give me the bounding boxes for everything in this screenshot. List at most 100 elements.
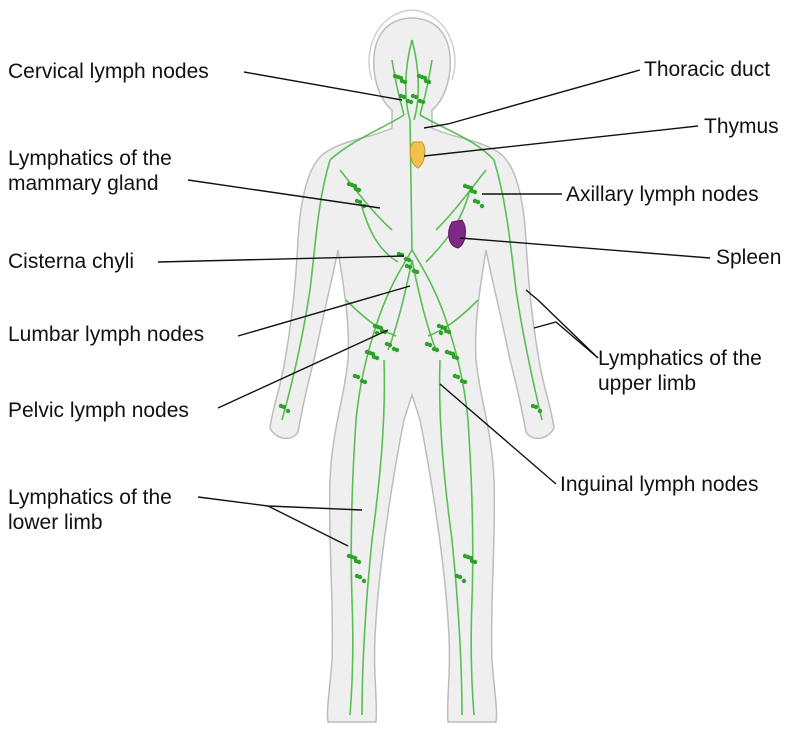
lymph-node [357, 574, 363, 580]
lymph-node [479, 203, 485, 209]
label-lumbar-lymph-nodes: Lumbar lymph nodes [8, 323, 205, 346]
label-pelvic-lymph-nodes: Pelvic lymph nodes [8, 399, 189, 422]
lymph-node [427, 342, 433, 348]
spleen-organ [448, 219, 466, 249]
label-thoracic-duct: Thoracic duct [644, 58, 771, 81]
label-inguinal-lymph-nodes: Inguinal lymph nodes [560, 473, 759, 496]
lymph-node [475, 199, 481, 205]
leader-upper-limb-b [533, 321, 599, 359]
lymph-node [361, 578, 367, 584]
lymph-vessel [419, 114, 495, 161]
lymph-node [426, 79, 432, 85]
lymph-node [533, 404, 539, 410]
label-lower-limb-lymphatics: Lymphatics of the lower limb [8, 485, 172, 535]
lymph-node [434, 347, 440, 353]
lymph-node [446, 329, 452, 335]
lymph-node [462, 379, 468, 385]
lymph-vessel [345, 299, 397, 337]
lymph-node [281, 404, 287, 410]
lymph-node [357, 199, 363, 205]
lymph-node [442, 325, 448, 331]
lymph-node [352, 555, 358, 561]
lymph-vessel [359, 199, 399, 263]
lymph-vessel [355, 249, 413, 421]
lymph-vessel [281, 159, 331, 421]
lymph-node [413, 94, 419, 100]
lymph-vessel [349, 419, 357, 716]
lymph-node [455, 374, 461, 380]
lymph-vessel [435, 169, 487, 231]
lymph-node [398, 75, 404, 81]
label-upper-limb-line1: Lymphatics of the [598, 347, 762, 370]
lymph-vessel [427, 299, 479, 337]
lymph-node [387, 342, 393, 348]
label-mammary-line1: Lymphatics of the [8, 147, 172, 170]
lymph-vessel [419, 59, 433, 116]
lymph-node [461, 578, 467, 584]
label-cervical-lymph-nodes: Cervical lymph nodes [8, 60, 209, 83]
lymph-node [370, 351, 376, 357]
label-upper-limb-lymphatics: Lymphatics of the upper limb [598, 346, 762, 396]
lymph-vessel [404, 39, 413, 251]
leader-pelvic [217, 329, 389, 409]
hair-outline [368, 9, 456, 81]
lymph-vessel [493, 159, 543, 421]
label-mammary-lymphatics: Lymphatics of the mammary gland [8, 146, 172, 196]
label-cisterna-chyli: Cisterna chyli [8, 250, 135, 273]
lymph-vessel [329, 114, 405, 161]
leader-mammary [187, 179, 381, 209]
body-silhouette [269, 17, 555, 723]
leader-thoracic-duct [423, 69, 641, 129]
lymph-vessel [467, 419, 475, 716]
leader-thymus [423, 125, 699, 157]
lymph-node [408, 99, 414, 105]
leader-cisterna [157, 255, 405, 263]
lymph-node [450, 351, 456, 357]
lymph-node [472, 559, 478, 565]
lymph-node [402, 79, 408, 85]
label-lower-limb-line2: lower limb [8, 511, 103, 534]
lymph-node [355, 374, 361, 380]
label-lower-limb-line1: Lymphatics of the [8, 486, 172, 509]
lymph-node [537, 408, 543, 414]
lymph-node [356, 559, 362, 565]
leader-lumbar [237, 285, 411, 337]
lymph-vessel [411, 249, 469, 421]
leader-upper-limb-a [525, 289, 599, 359]
lymph-node [420, 99, 426, 105]
label-axillary-lymph-nodes: Axillary lymph nodes [566, 183, 759, 206]
lymph-vessel [438, 359, 463, 716]
leader-spleen [459, 237, 711, 259]
label-spleen: Spleen [716, 246, 782, 269]
lymph-vessel [391, 59, 405, 116]
lymph-node [414, 269, 420, 275]
lymph-node [374, 355, 380, 361]
thymus-organ [409, 141, 426, 169]
lymph-node [468, 185, 474, 191]
leader-cervical [243, 71, 403, 101]
lymph-vessel [411, 39, 420, 121]
leader-inguinal [439, 383, 557, 485]
lymph-node [454, 355, 460, 361]
lymph-node [422, 75, 428, 81]
leader-lower-limb-b [267, 505, 349, 547]
leader-lines [157, 69, 711, 547]
lymph-node [362, 379, 368, 385]
lymph-node [468, 555, 474, 561]
lymph-node [401, 94, 407, 100]
lymph-node [438, 330, 444, 336]
lymph-node [407, 264, 413, 270]
lymph-vessel [361, 359, 386, 716]
lymph-node [457, 574, 463, 580]
lymph-node [406, 257, 412, 263]
label-upper-limb-line2: upper limb [598, 372, 697, 395]
lymph-node [394, 347, 400, 353]
lymph-node [352, 183, 358, 189]
label-thymus: Thymus [704, 115, 779, 138]
lymph-node [285, 408, 291, 414]
lymph-node [472, 189, 478, 195]
label-mammary-line2: mammary gland [8, 172, 159, 195]
lymph-vessel [339, 169, 393, 231]
lymph-node [356, 187, 362, 193]
